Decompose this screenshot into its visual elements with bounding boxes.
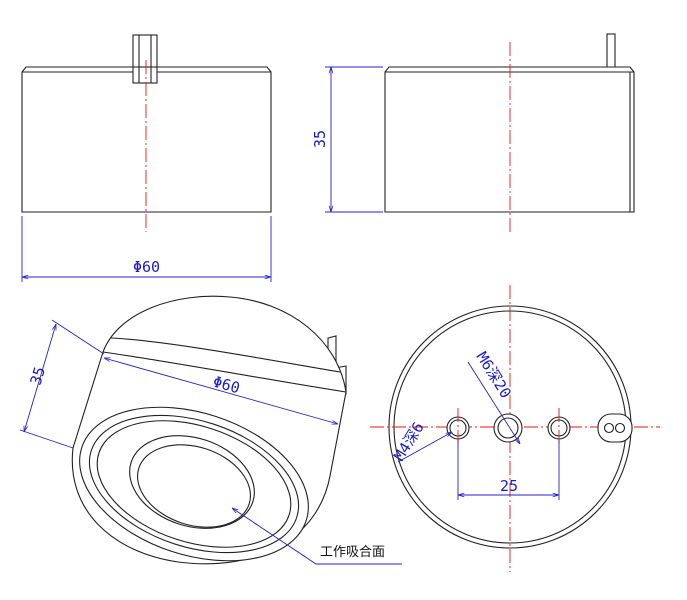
top-spacing-label: 25 — [500, 477, 518, 495]
top-m6-leader — [467, 361, 520, 444]
iso-face-leader — [232, 508, 402, 565]
side-view: 35 — [311, 33, 635, 232]
iso-diameter-dimension — [104, 358, 338, 424]
iso-height-label: 35 — [27, 365, 49, 388]
iso-inner-pole — [129, 435, 255, 529]
side-body — [384, 66, 635, 213]
top-view: M6深20 M4深6 25 — [370, 285, 660, 572]
side-height-label: 35 — [311, 130, 329, 148]
front-body — [21, 66, 272, 213]
iso-face-callout: 工作吸合面 — [320, 545, 385, 560]
front-view: Φ60 — [21, 34, 272, 282]
front-diameter-label: Φ60 — [133, 258, 160, 276]
top-m4-leader — [397, 432, 452, 463]
iso-height-dimension — [23, 324, 57, 432]
iso-view: 35 Φ60 工作吸合面 — [19, 295, 402, 565]
